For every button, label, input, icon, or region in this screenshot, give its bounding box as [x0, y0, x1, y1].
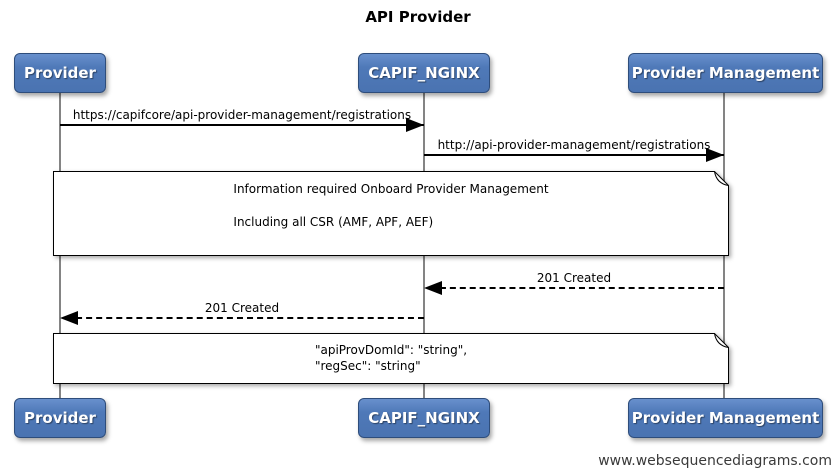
arrowhead-left-icon: [60, 311, 78, 325]
websequencediagrams-watermark: www.websequencediagrams.com: [598, 453, 832, 469]
message-label-201-created-2: 201 Created: [204, 301, 280, 315]
actor-box-provider-management-bottom: Provider Management: [628, 398, 823, 438]
note-shape: [53, 171, 729, 256]
diagram-title: API Provider: [365, 8, 471, 26]
actor-box-provider-management-top: Provider Management: [628, 53, 823, 93]
actor-box-capif-nginx-bottom: CAPIF_NGINX: [358, 398, 490, 438]
message-line-3: [430, 287, 724, 289]
arrowhead-right-icon: [706, 148, 724, 162]
note-shape: [53, 333, 729, 384]
actor-label: Provider Management: [631, 64, 820, 82]
actor-label: CAPIF_NGINX: [368, 64, 480, 82]
message-label-registrations-https: https://capifcore/api-provider-managemen…: [72, 108, 412, 122]
actor-box-provider-top: Provider: [14, 53, 106, 93]
note-onboard-info: Information required Onboard Provider Ma…: [53, 171, 729, 256]
actor-box-provider-bottom: Provider: [14, 398, 106, 438]
arrowhead-left-icon: [424, 281, 442, 295]
note-response-body: "apiProvDomId": "string", "regSec": "str…: [53, 333, 729, 384]
actor-box-capif-nginx-top: CAPIF_NGINX: [358, 53, 490, 93]
note-line: Information required Onboard Provider Ma…: [233, 182, 549, 196]
actor-label: Provider Management: [631, 409, 820, 427]
actor-label: CAPIF_NGINX: [368, 409, 480, 427]
note-line: Including all CSR (AMF, APF, AEF): [233, 215, 434, 229]
actor-label: Provider: [24, 64, 96, 82]
note-line: "regSec": "string": [314, 359, 421, 373]
message-label-201-created-1: 201 Created: [536, 271, 612, 285]
message-line-2: [424, 154, 724, 156]
message-line-1: [60, 124, 424, 126]
note-text: "apiProvDomId": "string", "regSec": "str…: [315, 342, 467, 374]
actor-label: Provider: [24, 409, 96, 427]
note-text: Information required Onboard Provider Ma…: [233, 181, 548, 231]
message-line-4: [66, 317, 424, 319]
message-label-registrations-http: http://api-provider-management/registrat…: [437, 138, 711, 152]
note-line: "apiProvDomId": "string",: [314, 343, 468, 357]
arrowhead-right-icon: [406, 118, 424, 132]
